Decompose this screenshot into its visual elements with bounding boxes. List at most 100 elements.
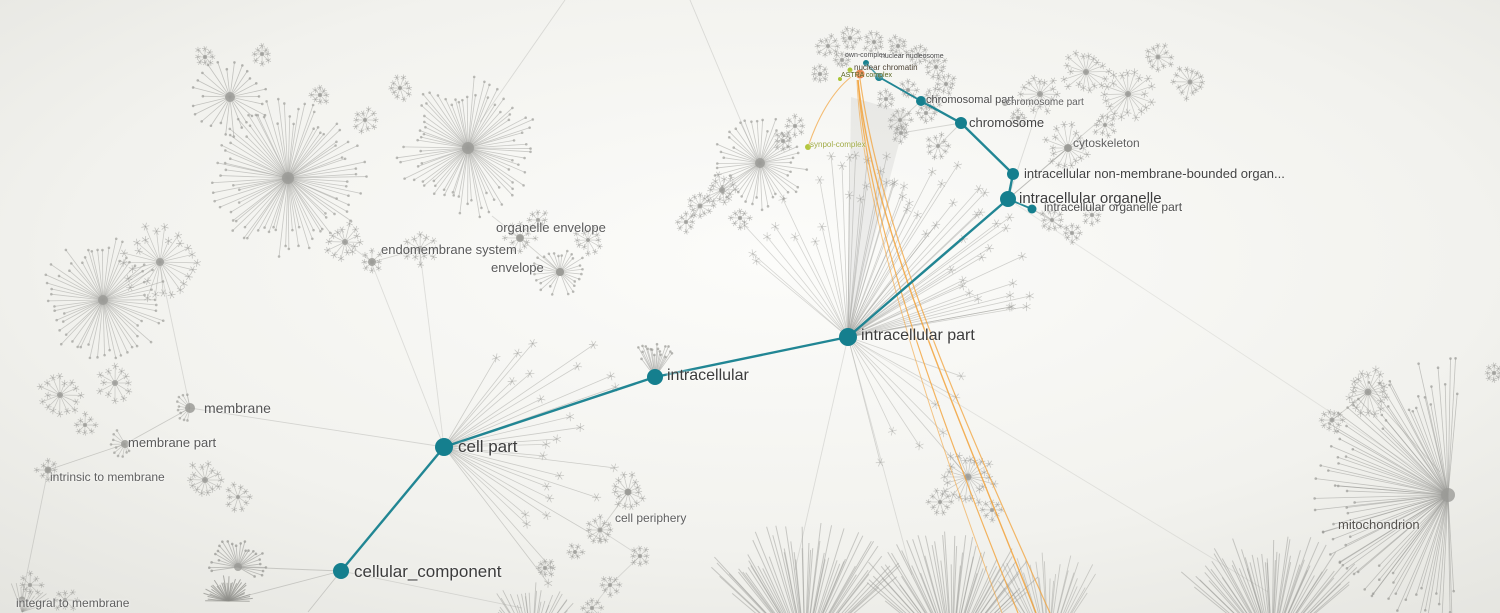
term-cluster <box>1060 49 1113 94</box>
label-nuclear-nucleosome[interactable]: nuclear nucleosome <box>881 53 944 60</box>
term-cluster <box>811 63 829 84</box>
term-cluster <box>210 97 368 258</box>
go-node-green-term-1[interactable] <box>847 67 853 73</box>
label-envelope[interactable]: envelope <box>491 260 544 275</box>
go-node-intracellular-organelle[interactable] <box>1000 191 1016 207</box>
term-cluster <box>1484 362 1500 383</box>
term-cluster <box>784 113 806 139</box>
term-cluster <box>713 117 809 212</box>
term-cluster <box>924 57 948 80</box>
label-chromosomal-part[interactable]: chromosomal part <box>926 94 1015 106</box>
term-cluster <box>1345 365 1390 418</box>
go-node-chromatin-group[interactable] <box>875 73 883 81</box>
term-cluster <box>1318 409 1346 435</box>
term-cluster <box>1313 357 1459 613</box>
go-node-intracellular[interactable] <box>647 369 663 385</box>
term-cluster <box>876 88 896 110</box>
label-endomembrane-system[interactable]: endomembrane system <box>381 242 517 257</box>
term-cluster <box>194 45 216 66</box>
term-cluster <box>840 25 863 51</box>
go-term-node[interactable] <box>624 488 632 496</box>
label-cytoskeleton[interactable]: cytoskeleton <box>1073 136 1140 150</box>
term-cluster <box>44 237 165 360</box>
go-term-node[interactable] <box>18 596 26 604</box>
go-term-node[interactable] <box>121 440 129 448</box>
term-cluster <box>225 481 253 513</box>
term-cluster <box>1170 65 1206 102</box>
term-cluster <box>1017 74 1061 115</box>
go-node-intracellular-part[interactable] <box>839 328 857 346</box>
go-node-cell-part[interactable] <box>435 438 453 456</box>
label-synpol-complex[interactable]: synpol-complex <box>810 140 866 149</box>
term-cluster <box>324 220 364 263</box>
label-astra-complex[interactable]: ASTRA complex <box>841 72 892 79</box>
label-cellular-component[interactable]: cellular_component <box>354 562 502 581</box>
term-cluster <box>998 552 1096 613</box>
label-intracellular-part[interactable]: intracellular part <box>861 327 975 344</box>
term-cluster <box>207 540 268 578</box>
go-term-node[interactable] <box>516 234 524 242</box>
go-node-nucleosome-group[interactable] <box>863 60 869 66</box>
term-cluster <box>585 513 614 545</box>
go-node-intracellular-organelle-part[interactable] <box>1027 204 1037 214</box>
label-organelle-envelope[interactable]: organelle envelope <box>496 220 606 235</box>
go-term-node[interactable] <box>185 403 195 413</box>
term-cluster <box>52 589 80 612</box>
go-node-intracellular-non-membrane-bounded-organelle[interactable] <box>1007 168 1019 180</box>
term-cluster <box>887 106 915 132</box>
term-cluster <box>862 29 884 55</box>
go-node-cellular-component[interactable] <box>333 563 349 579</box>
go-node-synpol-complex[interactable] <box>805 144 811 150</box>
term-cluster <box>73 410 99 436</box>
go-node-chromosome[interactable] <box>955 117 967 129</box>
label-membrane-part[interactable]: membrane part <box>128 435 217 450</box>
go-term-node[interactable] <box>368 258 376 266</box>
go-node-chromosomal-part[interactable] <box>916 96 926 106</box>
term-cluster <box>905 43 929 68</box>
label-intracellular[interactable]: intracellular <box>667 367 749 384</box>
go-term-node[interactable] <box>1002 100 1008 106</box>
label-cell-periphery[interactable]: cell periphery <box>615 511 687 525</box>
label-nuclear-chromatin[interactable]: nuclear chromatin <box>854 63 918 72</box>
label-chromosome-part[interactable]: chromosome part <box>1006 97 1084 108</box>
term-cluster <box>915 103 938 125</box>
highlight-edges <box>808 76 1051 613</box>
go-node-green-term-2[interactable] <box>838 77 842 81</box>
go-term-node[interactable] <box>1064 144 1072 152</box>
term-cluster <box>191 60 267 138</box>
label-intracellular-organelle-part[interactable]: intracellular organelle part <box>1044 200 1183 214</box>
term-cluster <box>891 123 910 145</box>
label-mitochondrion[interactable]: mitochondrion <box>1338 517 1420 532</box>
term-cluster <box>925 131 952 161</box>
term-cluster <box>832 51 852 69</box>
gray-nodes <box>18 100 1072 604</box>
term-cluster <box>934 72 957 97</box>
label-intrinsic-to-membrane[interactable]: intrinsic to membrane <box>50 470 165 484</box>
term-cluster <box>10 582 49 613</box>
label-integral-to-membrane[interactable]: integral to membrane <box>16 596 130 610</box>
term-cluster <box>1009 107 1028 128</box>
term-clusters <box>10 25 1500 613</box>
label-membrane[interactable]: membrane <box>204 400 271 416</box>
label-own-complex[interactable]: own-complex <box>845 52 887 59</box>
go-term-node[interactable] <box>556 268 564 276</box>
label-chromosome[interactable]: chromosome <box>969 115 1045 130</box>
label-intracellular-organelle[interactable]: intracellular organelle <box>1019 190 1162 207</box>
term-cluster <box>979 499 1005 523</box>
term-cluster <box>1081 205 1103 227</box>
go-node-nuclear-chromatin[interactable] <box>855 69 865 79</box>
term-cluster <box>773 131 793 153</box>
term-cluster <box>573 224 603 257</box>
term-cluster <box>704 171 740 206</box>
go-term-node[interactable] <box>44 466 52 474</box>
term-cluster <box>1144 42 1175 73</box>
term-cluster <box>395 75 535 219</box>
term-cluster <box>1100 68 1156 122</box>
label-cell-part[interactable]: cell part <box>458 437 518 456</box>
label-intracellular-non-membrane-bounded-organelle[interactable]: intracellular non-membrane-bounded organ… <box>1024 166 1285 181</box>
term-cluster <box>1180 536 1358 613</box>
